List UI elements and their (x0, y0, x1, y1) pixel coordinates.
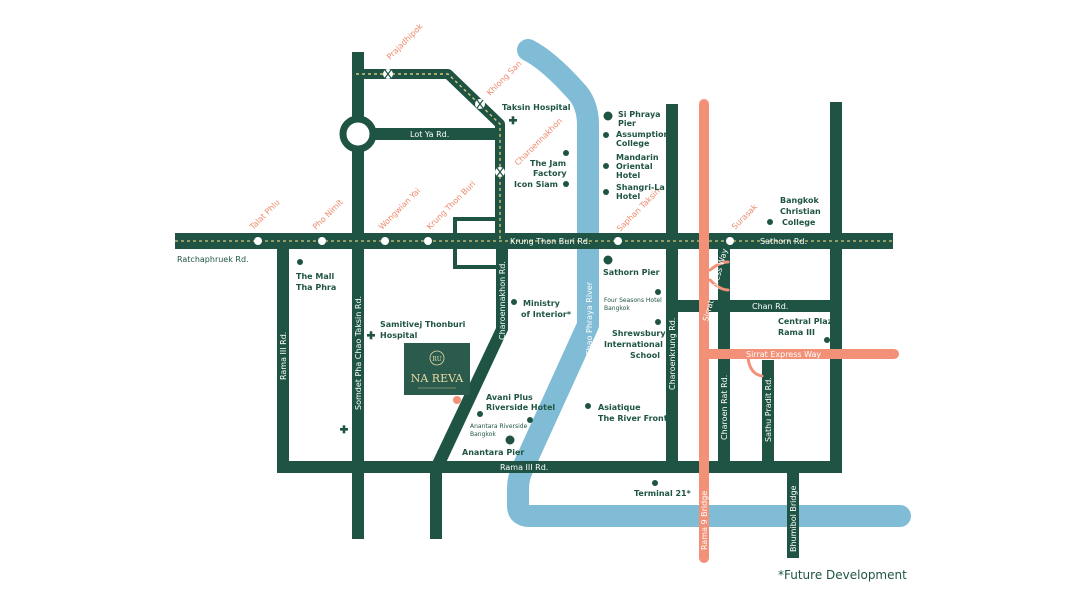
pier-icon (603, 255, 613, 265)
label-ratchaphruek: Ratchaphruek Rd. (177, 255, 249, 264)
project-pin (453, 396, 461, 404)
label-rama-iii-horizontal: Rama III Rd. (500, 463, 548, 472)
road-somdet-south (352, 467, 364, 539)
label-anantara-pier: Anantara Pier (462, 448, 524, 457)
charoenkrung-road (666, 104, 678, 470)
station-pho-nimit: Pho Nimit (311, 198, 345, 232)
station-prajadhipok: Prajadhipok (385, 22, 425, 62)
road-east-vertical (830, 102, 842, 468)
label-charoennakhon: Charoennakhon Rd. (498, 261, 507, 340)
gold-line (175, 69, 893, 242)
road-network (175, 52, 893, 558)
label-icon-siam: Icon Siam (514, 180, 558, 189)
label-terminal21: Terminal 21* (634, 489, 692, 498)
chan-road (670, 300, 842, 312)
station-khlong-san: Khlong San (485, 59, 523, 97)
label-sathorn-pier: Sathorn Pier (603, 268, 660, 277)
label-charoenkrung: Charoenkrung Rd. (668, 318, 677, 390)
place-dots (297, 132, 830, 486)
label-chan: Chan Rd. (752, 302, 788, 311)
na-reva-project-logo: RU NA REVA (404, 343, 470, 395)
label-sirat-horizontal: Sirrat Express Way (746, 350, 821, 359)
project-name: NA REVA (411, 372, 465, 385)
bhumibol-bridge (787, 470, 799, 558)
label-krung-thon-buri: Krung Thon Buri Rd. (510, 237, 591, 246)
pier-icons (505, 111, 613, 445)
label-rama-9-bridge: Rama 9 Bridge (700, 491, 709, 550)
station-wongwian-yai: Wongwian Yai (377, 186, 422, 231)
road-loop (453, 217, 503, 269)
road-south-stub (430, 467, 442, 539)
label-river: Chao Phraya River (585, 281, 594, 356)
label-sathu-pradit: Sathu Pradit Rd. (764, 377, 773, 442)
future-development-footnote: *Future Development (778, 568, 907, 582)
pier-icon (603, 111, 613, 121)
label-taksin-hospital: Taksin Hospital (502, 103, 571, 112)
label-rama-iii-vertical: Rama III Rd. (279, 332, 288, 380)
road-west-left (277, 241, 289, 467)
monogram-badge (429, 350, 445, 366)
sirat-expressway (699, 99, 899, 563)
monogram-text: RU (432, 356, 442, 363)
road-north-vertical (352, 52, 364, 472)
station-talat-phlu: Talat Phlu (247, 198, 281, 232)
label-somdet: Somdet Pha Chao Taksin Rd. (354, 296, 363, 410)
hospital-icons (340, 116, 517, 434)
sathu-pradit-road (762, 360, 774, 468)
roundabout (339, 115, 377, 153)
station-surasak: Surasak (730, 202, 759, 231)
pier-icon (505, 435, 515, 445)
label-bhumibol-bridge: Bhumibol Bridge (789, 485, 798, 552)
station-krung-thon-buri: Krung Thon Buri (425, 179, 477, 231)
label-sathorn: Sathorn Rd. (760, 237, 807, 246)
label-lot-ya: Lot Ya Rd. (410, 130, 449, 139)
lot-ya-road (360, 128, 504, 140)
label-charoen-rat: Charoen Rat Rd. (720, 375, 729, 440)
station-marker-icons (384, 69, 504, 177)
